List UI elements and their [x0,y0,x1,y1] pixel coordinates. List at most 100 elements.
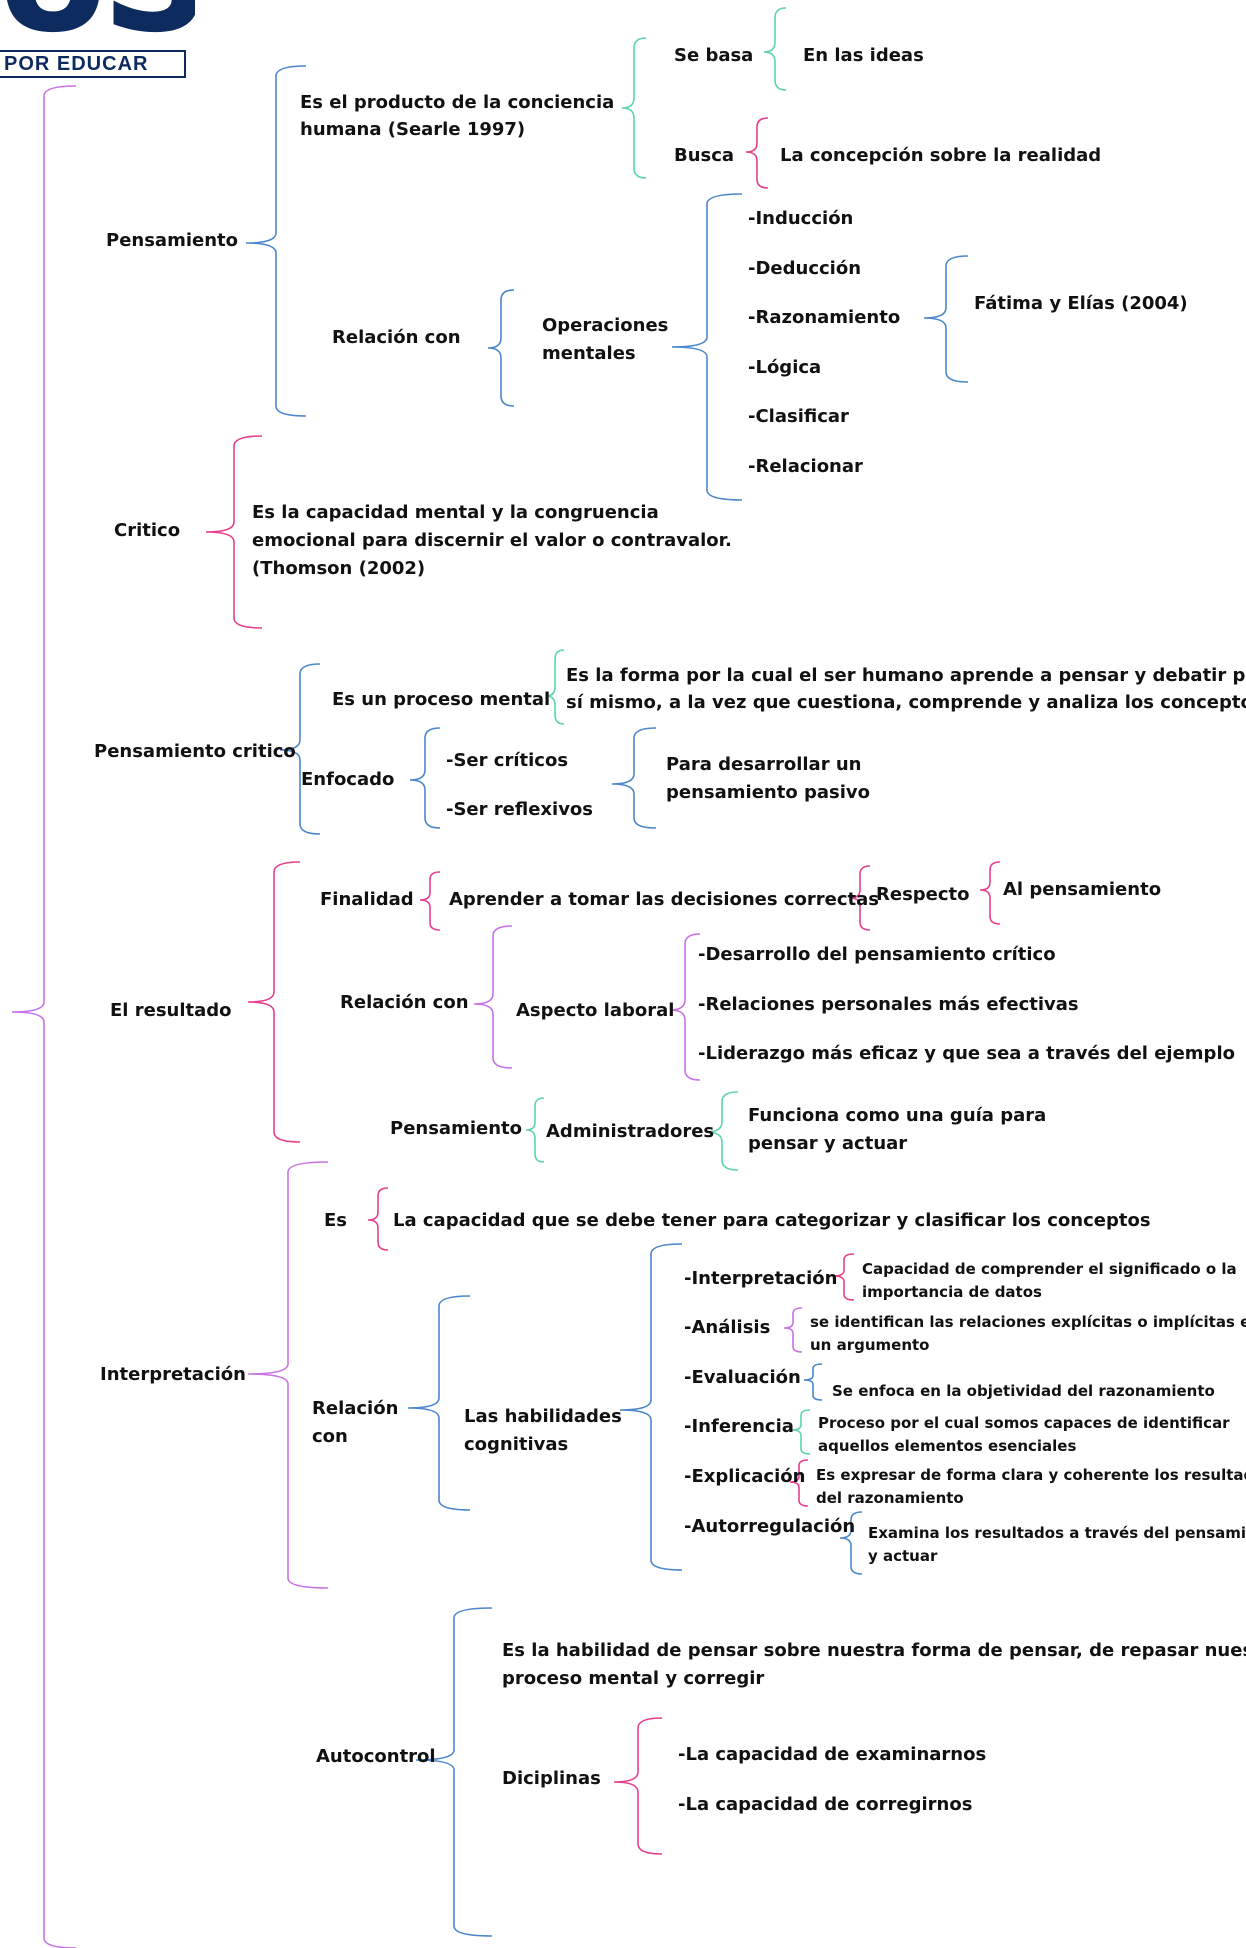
critico-def-l2: emocional para discernir el valor o cont… [252,530,732,551]
guia-l1: Funciona como una guía para [748,1105,1047,1126]
node-relacion-con-2: Relación con [340,992,469,1013]
node-diciplinas: Diciplinas [502,1768,601,1789]
op-item-4: -Lógica [748,357,822,378]
node-se-basa: Se basa [674,45,754,66]
brace-se-basa-busca [621,37,647,179]
brace-enfocado [409,727,441,829]
brace-pensamiento-critico [279,663,321,835]
enfocado-item-2: -Ser reflexivos [446,799,594,820]
brace-diciplinas [613,1717,663,1855]
guia-l2: pensar y actuar [748,1133,908,1154]
skill-1-name: -Interpretación [684,1268,838,1289]
logo-tagline: POR EDUCAR [4,53,149,75]
laboral-item-3: -Liderazgo más eficaz y que sea a través… [698,1043,1235,1064]
capacidad-item-1: -La capacidad de examinarnos [678,1744,987,1765]
node-capacidad: La capacidad que se debe tener para cate… [393,1210,1151,1231]
skill-3-name: -Evaluación [684,1367,801,1388]
brace-master [11,85,77,1948]
brace-interpretacion [247,1161,329,1589]
brace-administradores [525,1097,545,1163]
skill-4-desc-l2: aquellos elementos esenciales [818,1437,1077,1455]
brace-skill-1 [833,1253,855,1301]
node-critico: Critico [114,520,181,541]
brace-habilidades [619,1243,683,1571]
op-item-3: -Razonamiento [748,307,901,328]
brace-autocontrol [415,1607,493,1937]
brace-operaciones [671,193,743,501]
brace-skill-6 [839,1511,863,1575]
brace-resultado [247,861,301,1143]
skill-6-name: -Autorregulación [684,1516,856,1537]
critico-def-l3: (Thomson (2002) [252,558,426,579]
brace-al-pensamiento [979,861,1001,925]
skill-3-desc-l1: Se enfoca en la objetividad del razonami… [832,1382,1215,1400]
pensamiento-producto-l2: humana (Searle 1997) [300,119,526,140]
brace-relacion [487,289,515,407]
node-proceso-mental: Es un proceso mental [332,689,551,710]
skill-2-desc-l2: un argumento [810,1336,930,1354]
node-al-pensamiento: Al pensamiento [1003,879,1162,900]
brace-relacion-2 [473,925,513,1069]
brace-guia [705,1091,739,1171]
forma-l2: sí mismo, a la vez que cuestiona, compre… [566,692,1246,713]
brace-pasivo [611,727,657,829]
brace-skill-4 [791,1409,811,1455]
node-busca: Busca [674,145,735,166]
relacion-l1: Relación [312,1398,399,1419]
brace-aspecto [669,933,701,1081]
node-es: Es [324,1210,348,1231]
skill-2-name: -Análisis [684,1317,771,1338]
brace-concepcion [745,117,769,189]
brace-skill-3 [803,1363,823,1401]
node-operaciones-l2: mentales [542,343,636,364]
node-pensamiento-critico: Pensamiento critico [94,741,296,762]
brace-respecto [849,865,871,931]
skill-5-desc-l2: del razonamiento [816,1489,964,1507]
skill-6-desc-l1: Examina los resultados a través del pens… [868,1524,1246,1542]
node-fuente: Fátima y Elías (2004) [974,293,1188,314]
brace-forma [545,649,565,725]
skill-4-desc-l1: Proceso por el cual somos capaces de ide… [818,1414,1230,1432]
habilidad-l2: proceso mental y corregir [502,1668,765,1689]
brace-skill-2 [783,1307,803,1353]
node-autocontrol: Autocontrol [316,1746,436,1767]
node-pensamiento-2: Pensamiento [390,1118,522,1139]
laboral-item-1: -Desarrollo del pensamiento crítico [698,944,1056,965]
relacion-l2: con [312,1426,348,1447]
capacidad-item-2: -La capacidad de corregirnos [678,1794,973,1815]
habilidades-l1: Las habilidades [464,1406,622,1427]
logo-mark: US [0,0,195,44]
brace-pensamiento [245,65,307,417]
pasivo-l2: pensamiento pasivo [666,782,870,803]
node-el-resultado: El resultado [110,1000,232,1021]
brace-fuente [923,255,969,383]
enfocado-item-1: -Ser críticos [446,750,569,771]
op-item-1: -Inducción [748,208,854,229]
node-respecto: Respecto [876,884,970,905]
habilidad-l1: Es la habilidad de pensar sobre nuestra … [502,1640,1246,1661]
skill-5-name: -Explicación [684,1466,806,1487]
node-aspecto-laboral: Aspecto laboral [516,1000,675,1021]
node-operaciones-l1: Operaciones [542,315,669,336]
op-item-2: -Deducción [748,258,862,279]
brace-en-las-ideas [763,7,787,91]
node-finalidad: Finalidad [320,889,414,910]
node-pensamiento: Pensamiento [106,230,238,251]
skill-6-desc-l2: y actuar [868,1547,938,1565]
node-relacion-con-1: Relación con [332,327,461,348]
forma-l1: Es la forma por la cual el ser humano ap… [566,665,1246,686]
brace-skill-5 [789,1459,809,1507]
brand-logo: US POR EDUCAR [0,0,200,82]
logo-tag-frame [0,50,186,78]
skill-2-desc-l1: se identifican las relaciones explícitas… [810,1313,1246,1331]
node-enfocado: Enfocado [301,769,395,790]
skill-1-desc-l1: Capacidad de comprender el significado o… [862,1260,1237,1278]
skill-5-desc-l1: Es expresar de forma clara y coherente l… [816,1466,1246,1484]
pensamiento-producto-l1: Es el producto de la conciencia [300,92,615,113]
habilidades-l2: cognitivas [464,1434,569,1455]
brace-critico [205,435,263,629]
brace-finalidad [419,871,441,931]
node-aprender: Aprender a tomar las decisiones correcta… [449,889,879,910]
